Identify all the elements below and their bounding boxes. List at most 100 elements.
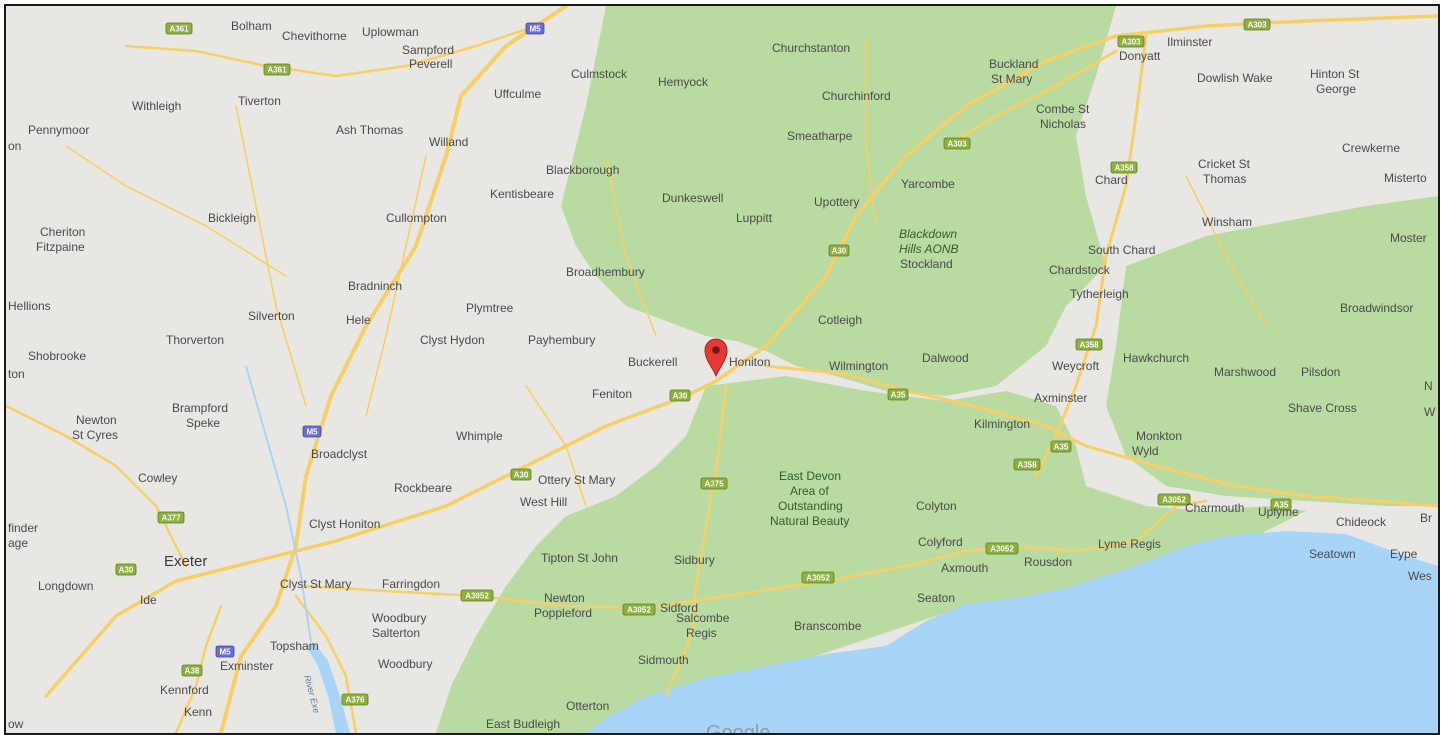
place-willand: Willand bbox=[429, 135, 468, 149]
place-topsham: Topsham bbox=[270, 639, 319, 653]
place-rockbeare: Rockbeare bbox=[394, 481, 452, 495]
place-weycroft: Weycroft bbox=[1052, 359, 1100, 373]
place-lyme-regis: Lyme Regis bbox=[1098, 537, 1161, 551]
place-chard: Chard bbox=[1095, 173, 1128, 187]
place-otterton: Otterton bbox=[566, 699, 609, 713]
place-farringdon: Farringdon bbox=[382, 577, 440, 591]
road-shield-a30: A30 bbox=[669, 389, 691, 402]
map-canvas[interactable]: A361 A361 M5 A303 A303 A303 A358 A30 A35… bbox=[6, 6, 1438, 733]
place-combe-st-nicholas: Combe St bbox=[1036, 102, 1090, 116]
svg-text:A361: A361 bbox=[267, 66, 287, 75]
place-monkton-wyld: Wyld bbox=[1132, 444, 1159, 458]
place-churchinford: Churchinford bbox=[822, 89, 891, 103]
google-logo: Google bbox=[706, 722, 771, 733]
place-wilmington: Wilmington bbox=[829, 359, 888, 373]
road-shield-a358: A358 bbox=[1075, 338, 1103, 351]
road-shield-m5: M5 bbox=[525, 22, 545, 35]
place-charmouth: Charmouth bbox=[1185, 501, 1244, 515]
place-shave-cross: Shave Cross bbox=[1288, 401, 1357, 415]
road-a303 bbox=[944, 49, 1118, 148]
svg-text:A3052: A3052 bbox=[806, 574, 830, 583]
place-broadhembury: Broadhembury bbox=[566, 265, 645, 279]
place-kennford: Kennford bbox=[160, 683, 209, 697]
svg-text:A3052: A3052 bbox=[1162, 496, 1186, 505]
place-dowlish-wake: Dowlish Wake bbox=[1197, 71, 1273, 85]
place-edge-label: finder bbox=[8, 521, 38, 535]
road-shield-a361: A361 bbox=[263, 63, 291, 76]
place-buckland-st-mary: Buckland bbox=[989, 57, 1038, 71]
road-shield-a30: A30 bbox=[115, 563, 137, 576]
road-shield-a303: A303 bbox=[943, 137, 971, 150]
place-branscombe: Branscombe bbox=[794, 619, 862, 633]
place-colyford: Colyford bbox=[918, 535, 963, 549]
place-woodbury-salterton: Woodbury bbox=[372, 611, 426, 625]
place-upottery: Upottery bbox=[814, 195, 859, 209]
place-churchstanton: Churchstanton bbox=[772, 41, 850, 55]
location-pin-icon[interactable] bbox=[704, 338, 728, 378]
svg-text:A30: A30 bbox=[514, 471, 529, 480]
place-cheriton-fitzpaine: Cheriton bbox=[40, 225, 85, 239]
dorset-aonb-area bbox=[1106, 196, 1438, 506]
place-kilmington: Kilmington bbox=[974, 417, 1030, 431]
place-uffculme: Uffculme bbox=[494, 87, 541, 101]
place-edge-label: on bbox=[8, 139, 21, 153]
place-east-devon-aonb: Outstanding bbox=[778, 499, 843, 513]
place-exeter: Exeter bbox=[164, 553, 207, 570]
place-combe-st-nicholas: Nicholas bbox=[1040, 117, 1086, 131]
place-hele: Hele bbox=[346, 313, 371, 327]
place-brampford-speke: Brampford bbox=[172, 401, 228, 415]
place-tipton-st-john: Tipton St John bbox=[541, 551, 618, 565]
place-blackdown-hills-aonb: Hills AONB bbox=[899, 242, 959, 256]
place-silverton: Silverton bbox=[248, 309, 295, 323]
place-buckerell: Buckerell bbox=[628, 355, 677, 369]
place-stockland: Stockland bbox=[900, 257, 953, 271]
place-edge-label: Br bbox=[1420, 511, 1432, 525]
place-culmstock: Culmstock bbox=[571, 67, 628, 81]
svg-text:A35: A35 bbox=[1054, 443, 1069, 452]
sea-area bbox=[586, 531, 1438, 733]
blackdown-hills-aonb-area bbox=[561, 6, 1116, 396]
place-sidmouth: Sidmouth bbox=[638, 653, 689, 667]
road-shield-a3052: A3052 bbox=[801, 571, 835, 584]
place-misterton: Misterto bbox=[1384, 171, 1427, 185]
road-shield-a303: A303 bbox=[1117, 35, 1145, 48]
svg-text:A361: A361 bbox=[169, 25, 189, 34]
place-south-chard: South Chard bbox=[1088, 243, 1155, 257]
place-shobrooke: Shobrooke bbox=[28, 349, 86, 363]
svg-text:A35: A35 bbox=[891, 391, 906, 400]
place-longdown: Longdown bbox=[38, 579, 93, 593]
place-feniton: Feniton bbox=[592, 387, 632, 401]
road-shield-a35: A35 bbox=[1270, 498, 1292, 511]
svg-text:A30: A30 bbox=[119, 566, 134, 575]
place-exminster: Exminster bbox=[220, 659, 273, 673]
place-east-budleigh: East Budleigh bbox=[486, 717, 560, 731]
svg-text:A303: A303 bbox=[1121, 38, 1141, 47]
place-east-devon-aonb: East Devon bbox=[779, 469, 841, 483]
place-tytherleigh: Tytherleigh bbox=[1070, 287, 1129, 301]
place-ide: Ide bbox=[140, 593, 157, 607]
place-uplowman: Uplowman bbox=[362, 25, 419, 39]
place-edge-label: W bbox=[1424, 405, 1436, 419]
road-a358 bbox=[1034, 34, 1148, 478]
place-ottery-st-mary: Ottery St Mary bbox=[538, 473, 615, 487]
place-seaton: Seaton bbox=[917, 591, 955, 605]
place-labels: Bolham Chevithorne Uplowman Sampford Pev… bbox=[8, 19, 1436, 731]
place-brampford-speke: Speke bbox=[186, 416, 220, 430]
east-devon-aonb-area bbox=[436, 376, 1306, 733]
place-east-devon-aonb: Natural Beauty bbox=[770, 514, 849, 528]
svg-text:A303: A303 bbox=[947, 140, 967, 149]
place-west-hill: West Hill bbox=[520, 495, 567, 509]
place-withleigh: Withleigh bbox=[132, 99, 181, 113]
place-dunkeswell: Dunkeswell bbox=[662, 191, 723, 205]
place-kenn: Kenn bbox=[184, 705, 212, 719]
road-shield-a3052: A3052 bbox=[1157, 493, 1191, 506]
place-marshwood: Marshwood bbox=[1214, 365, 1276, 379]
svg-text:M5: M5 bbox=[306, 428, 318, 437]
place-eype: Eype bbox=[1390, 547, 1418, 561]
place-plymtree: Plymtree bbox=[466, 301, 514, 315]
road-shield-a377: A377 bbox=[157, 511, 185, 524]
place-sampford-peverell: Sampford bbox=[402, 43, 454, 57]
road-a35 bbox=[764, 364, 1438, 508]
road-shield-a30: A30 bbox=[510, 468, 532, 481]
svg-text:M5: M5 bbox=[529, 25, 541, 34]
